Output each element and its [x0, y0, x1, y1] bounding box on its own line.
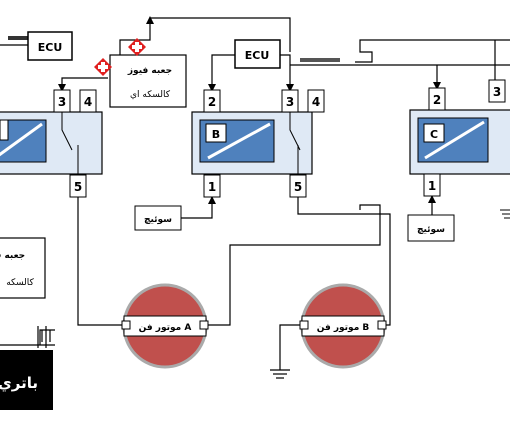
pin-label: 4	[84, 95, 92, 109]
ecu-box-2: ECU	[234, 39, 281, 69]
left-box-line2: كالسكه	[6, 278, 34, 288]
wire	[119, 17, 291, 62]
switch-b: سوئيچ	[134, 205, 182, 231]
pin-label: 4	[312, 95, 320, 109]
relay-b: B 2 3 4 1 5	[191, 89, 325, 198]
pin-label: 1	[428, 179, 436, 193]
motor-a: موتور فن A	[121, 283, 209, 369]
ground-icon	[270, 369, 290, 379]
arrow-icon	[286, 84, 294, 92]
wire	[355, 39, 510, 63]
relay-c: C 2 3 1	[409, 79, 510, 219]
wire	[61, 77, 108, 90]
arrow-icon	[208, 84, 216, 92]
arrow-icon	[58, 84, 66, 92]
connector-icons	[94, 38, 146, 76]
wire	[200, 204, 381, 326]
fuse-box-line2: كالسكه اي	[130, 90, 171, 100]
battery: باتري	[0, 326, 53, 410]
relay-letter: C	[430, 128, 438, 141]
pin-label: 3	[493, 85, 501, 99]
ecu-box-1: ECU	[27, 31, 73, 61]
wire	[297, 196, 391, 326]
pin-label: 3	[58, 95, 66, 109]
arrow-icon	[146, 16, 154, 24]
switch-label: سوئيچ	[417, 225, 445, 235]
switch-label: سوئيچ	[144, 215, 172, 225]
left-box-line1: جعبه ف	[0, 251, 25, 261]
wire	[279, 324, 308, 370]
pin-label: 5	[74, 180, 82, 194]
wire	[180, 196, 213, 219]
pin-label: 2	[208, 95, 216, 109]
relay-letter: B	[212, 128, 220, 141]
fuse-box-line1: جعبه فيوز	[127, 66, 172, 76]
arrow-icon	[428, 195, 436, 203]
arrow-icon	[433, 82, 441, 90]
relay-a: 3 4 5	[0, 89, 103, 198]
pin-label: 5	[294, 180, 302, 194]
fuse-box: جعبه فيوز كالسكه اي	[109, 54, 187, 108]
switch-c: سوئيچ	[407, 214, 455, 242]
connector-icon	[128, 38, 146, 56]
battery-label: باتري	[0, 374, 38, 393]
motor-label: موتور فن B	[317, 323, 370, 333]
ecu-label: ECU	[38, 41, 63, 54]
motor-label: موتور فن A	[139, 323, 192, 333]
arrow-icon	[208, 196, 216, 204]
pin-label: 3	[286, 95, 294, 109]
connector-icon	[94, 58, 112, 76]
arrows	[58, 16, 441, 204]
pin-label: 2	[433, 93, 441, 107]
left-fuse-box: جعبه ف كالسكه	[0, 237, 46, 299]
pin-label: 1	[208, 180, 216, 194]
motor-b: موتور فن B	[299, 283, 387, 369]
ecu-label: ECU	[245, 49, 270, 62]
wire	[77, 196, 130, 326]
wire	[211, 54, 235, 90]
